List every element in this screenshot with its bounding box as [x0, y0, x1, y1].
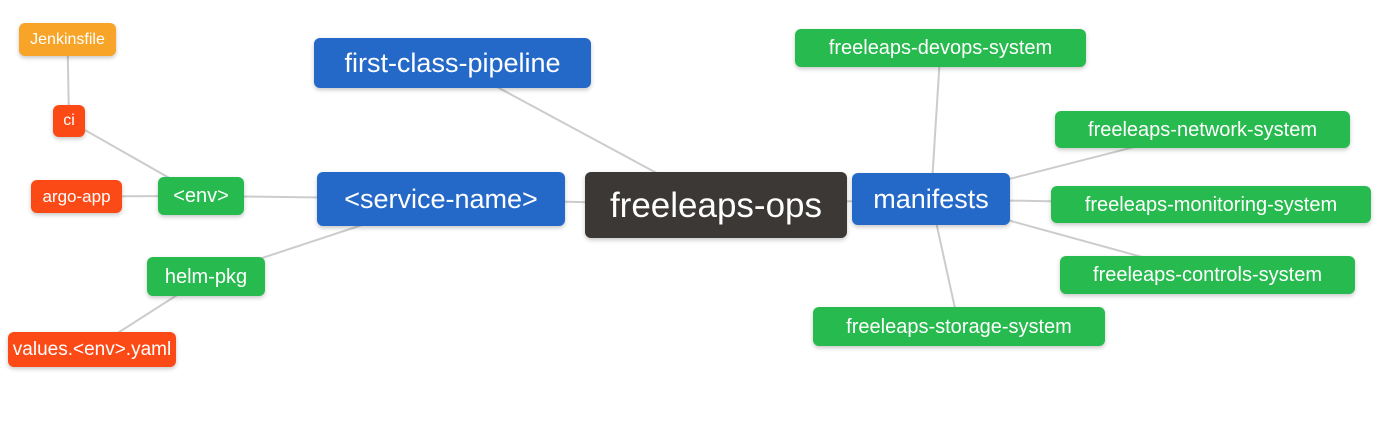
node-helm-pkg[interactable]: helm-pkg	[147, 257, 265, 296]
node-freeleaps-network-system[interactable]: freeleaps-network-system	[1055, 111, 1350, 148]
node-manifests[interactable]: manifests	[852, 173, 1010, 225]
node-service-name[interactable]: <service-name>	[317, 172, 565, 226]
node-values-env-yaml[interactable]: values.<env>.yaml	[8, 332, 176, 367]
node-freeleaps-ops[interactable]: freeleaps-ops	[585, 172, 847, 238]
node-freeleaps-monitoring-system[interactable]: freeleaps-monitoring-system	[1051, 186, 1371, 223]
node-freeleaps-controls-system[interactable]: freeleaps-controls-system	[1060, 256, 1355, 294]
node-freeleaps-storage-system[interactable]: freeleaps-storage-system	[813, 307, 1105, 346]
node-ci[interactable]: ci	[53, 105, 85, 137]
node-freeleaps-devops-system[interactable]: freeleaps-devops-system	[795, 29, 1086, 67]
node-first-class-pipeline[interactable]: first-class-pipeline	[314, 38, 591, 88]
node-argo-app[interactable]: argo-app	[31, 180, 122, 213]
node-jenkinsfile[interactable]: Jenkinsfile	[19, 23, 116, 56]
node-env[interactable]: <env>	[158, 177, 244, 215]
